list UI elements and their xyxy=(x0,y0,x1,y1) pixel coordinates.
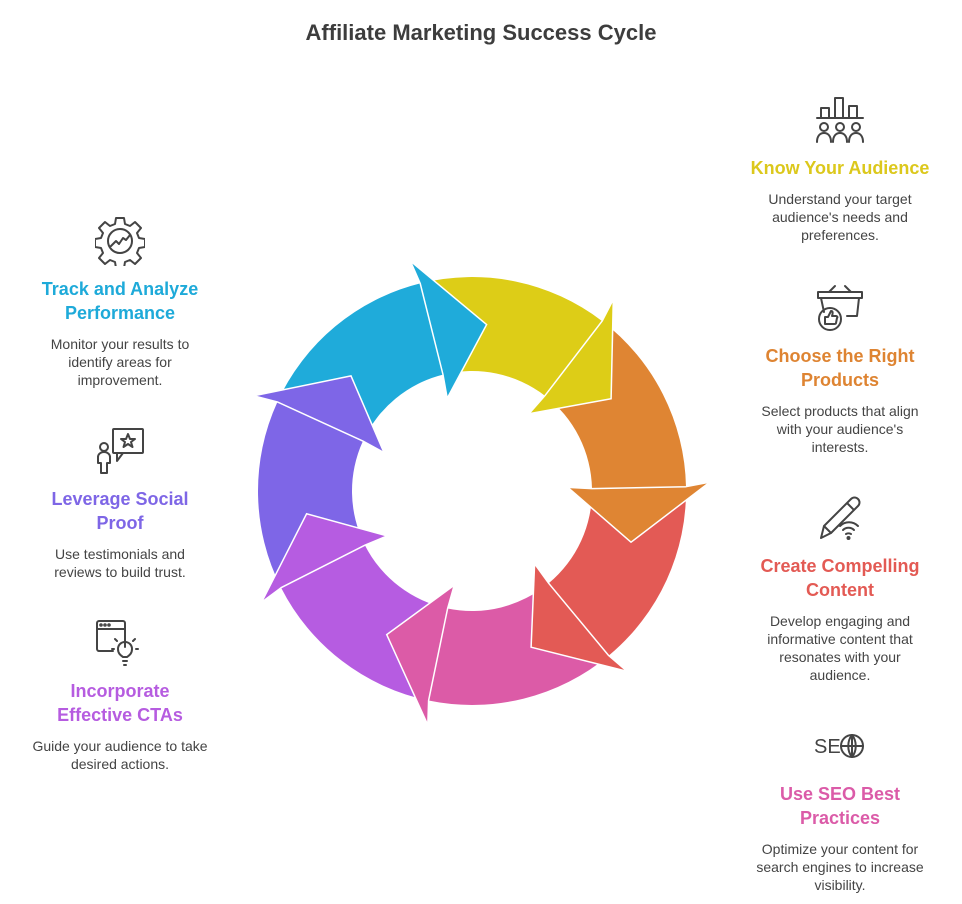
audience-chart-icon xyxy=(720,96,960,144)
step-title: Know Your Audience xyxy=(750,158,930,178)
step-description: Monitor your results to identify areas f… xyxy=(50,336,190,388)
step-description: Select products that align with your aud… xyxy=(761,403,919,455)
step-title: Incorporate Effective CTAs xyxy=(57,681,183,725)
cycle-arrow-head xyxy=(385,583,456,726)
step-choose-the-right-products: Choose the Right Products Select product… xyxy=(720,284,960,456)
browser-lightbulb-icon xyxy=(0,619,240,667)
cycle-arrow-head xyxy=(565,481,711,544)
step-title: Use SEO Best Practices xyxy=(779,784,901,828)
basket-thumbs-up-icon xyxy=(720,284,960,332)
cycle-arrow-head xyxy=(253,375,386,455)
step-know-your-audience: Know Your Audience Understand your targe… xyxy=(720,96,960,244)
seo-globe-icon: SE xyxy=(720,722,960,770)
cycle-arrow-head xyxy=(260,512,390,603)
step-use-seo-best-practices: SE Use SEO Best Practices Optimize your … xyxy=(720,722,960,894)
step-title: Choose the Right Products xyxy=(765,346,915,390)
cycle-arrow-head xyxy=(530,561,628,673)
cycle-arrow-head xyxy=(527,299,615,415)
step-create-compelling-content: Create Compelling Content Develop engagi… xyxy=(720,494,960,684)
step-leverage-social-proof: Leverage Social Proof Use testimonials a… xyxy=(0,427,240,581)
step-description: Guide your audience to take desired acti… xyxy=(32,738,208,772)
step-incorporate-effective-ctas: Incorporate Effective CTAs Guide your au… xyxy=(0,619,240,773)
person-star-review-icon xyxy=(0,427,240,475)
step-title: Track and Analyze Performance xyxy=(41,279,199,323)
pen-broadcast-icon xyxy=(720,494,960,542)
step-description: Optimize your content for search engines… xyxy=(756,841,924,893)
cycle-arrow-body xyxy=(548,486,687,656)
svg-text:SE: SE xyxy=(814,736,841,758)
step-title: Create Compelling Content xyxy=(760,556,920,600)
step-title: Leverage Social Proof xyxy=(51,489,189,533)
step-track-and-analyze-performance: Track and Analyze Performance Monitor yo… xyxy=(0,217,240,389)
gear-chart-icon xyxy=(0,217,240,266)
step-description: Use testimonials and reviews to build tr… xyxy=(54,546,186,580)
diagram-title: Affiliate Marketing Success Cycle xyxy=(305,20,657,45)
step-description: Understand your target audience's needs … xyxy=(768,191,912,243)
cycle-arrow-head xyxy=(409,260,488,401)
step-description: Develop engaging and informative content… xyxy=(767,613,913,683)
